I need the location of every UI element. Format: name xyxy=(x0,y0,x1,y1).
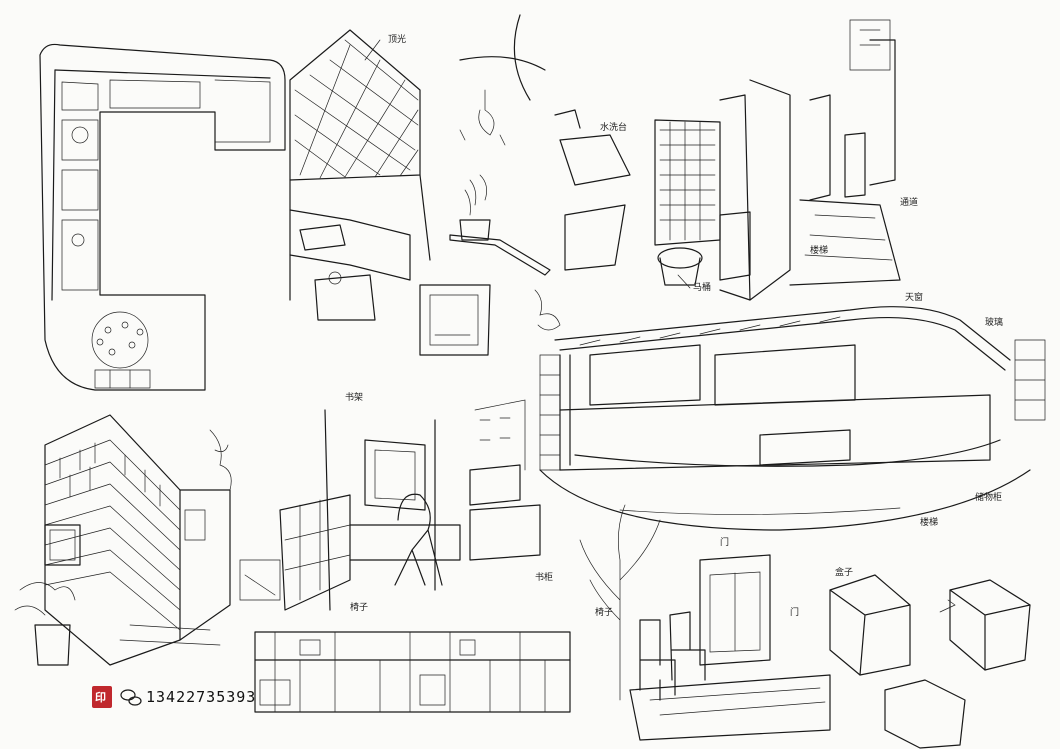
svg-text:通道: 通道 xyxy=(900,196,918,208)
brick-courtyard-sketch xyxy=(14,414,232,666)
svg-text:椅子: 椅子 xyxy=(595,606,613,618)
elevation-strip-sketch xyxy=(254,631,571,713)
svg-text:楼梯: 楼梯 xyxy=(810,244,828,256)
svg-text:书柜: 书柜 xyxy=(535,571,553,583)
svg-text:玻璃: 玻璃 xyxy=(985,316,1003,328)
living-room-sketch: 顶光 xyxy=(289,29,561,356)
study-sketch: 书架 椅子 书柜 xyxy=(239,392,553,613)
section-perspective-sketch: 天窗 玻璃 储物柜 楼梯 xyxy=(539,291,1046,531)
corridor-sketch: 通道 楼梯 xyxy=(749,19,918,301)
svg-text:水洗台: 水洗台 xyxy=(600,121,627,133)
signature-block: 印 13422735393 xyxy=(92,686,256,708)
svg-text:书架: 书架 xyxy=(345,392,363,403)
svg-text:马桶: 马桶 xyxy=(693,281,711,293)
patio-chairs-sketch: 门 椅子 门 xyxy=(579,504,831,741)
svg-text:门: 门 xyxy=(790,606,799,618)
decorative-curves xyxy=(459,14,581,129)
svg-text:顶光: 顶光 xyxy=(388,33,406,45)
svg-text:门: 门 xyxy=(720,536,729,548)
svg-text:储物柜: 储物柜 xyxy=(975,491,1002,503)
seal-glyph: 印 xyxy=(95,691,106,704)
bathroom-sketch: 水洗台 马桶 xyxy=(559,94,751,301)
svg-text:楼梯: 楼梯 xyxy=(920,516,938,528)
wechat-icon xyxy=(120,689,142,706)
box-studies-sketch: 盒子 xyxy=(829,566,1031,749)
floor-plan-sketch xyxy=(39,43,286,391)
svg-text:椅子: 椅子 xyxy=(350,601,368,613)
seal-stamp xyxy=(92,686,112,708)
svg-text:天窗: 天窗 xyxy=(905,291,923,303)
phone-number: 13422735393 xyxy=(146,688,256,706)
svg-text:盒子: 盒子 xyxy=(835,566,853,578)
